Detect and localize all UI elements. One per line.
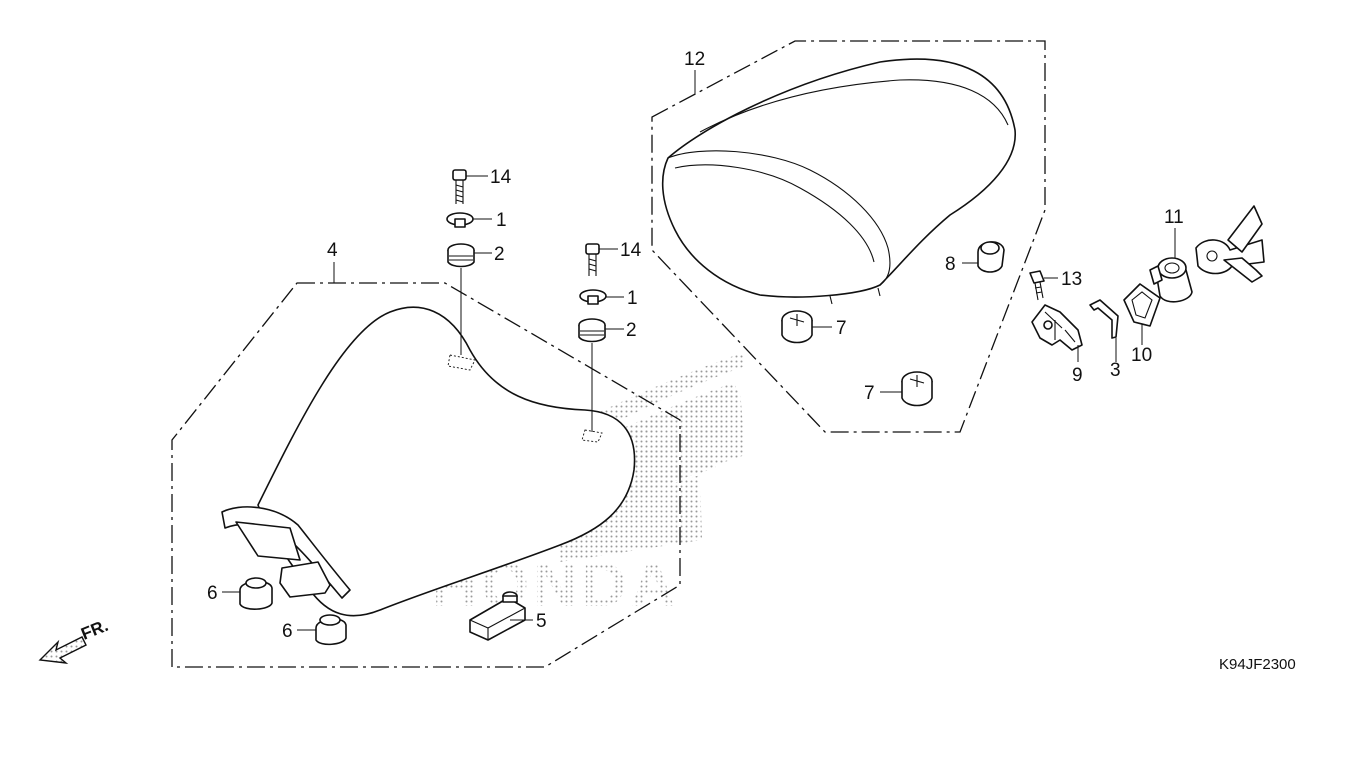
callout-pillion-seat: 12	[684, 49, 705, 70]
callout-rubber-b: 2	[626, 320, 637, 341]
callout-lock-set: 11	[1164, 207, 1184, 228]
latch[interactable]	[1031, 304, 1083, 351]
diagram-code: K94JF2300	[1219, 656, 1296, 673]
leader-lines	[222, 70, 1176, 631]
callout-bolt-a: 14	[490, 167, 512, 188]
callout-bracket: 5	[536, 611, 547, 632]
cap[interactable]	[977, 241, 1005, 273]
callout-rubber-a: 2	[494, 244, 505, 265]
callout-screw: 13	[1061, 269, 1082, 290]
callout-collar-b: 1	[627, 288, 638, 309]
callout-clip: 3	[1110, 360, 1121, 381]
callout-cap: 8	[945, 254, 956, 275]
cushion-right[interactable]	[315, 614, 347, 646]
callout-pillion-rubber-a: 7	[836, 318, 847, 339]
gasket[interactable]	[1123, 283, 1161, 327]
cushion-left[interactable]	[239, 577, 273, 610]
front-indicator-label: FR.	[78, 616, 111, 644]
pillion-rubber-a[interactable]	[781, 310, 813, 344]
callout-rider-seat: 4	[327, 240, 338, 261]
callout-cushion-left: 6	[207, 583, 218, 604]
callout-gasket: 10	[1131, 345, 1152, 366]
callout-labels: 4 12 14 1 2 14 1 2 6 6 5 7 7 8 13 9 3 10…	[207, 49, 1184, 642]
rider-seat[interactable]	[221, 306, 636, 617]
lock-set[interactable]	[1149, 205, 1265, 303]
callout-cushion-right: 6	[282, 621, 293, 642]
pillion-seat-group-frame	[651, 40, 1046, 433]
bolt-stack-b[interactable]	[578, 243, 607, 432]
callout-bolt-b: 14	[620, 240, 642, 261]
callout-latch: 9	[1072, 365, 1083, 386]
pillion-seat[interactable]	[661, 58, 1016, 305]
clip[interactable]	[1089, 299, 1119, 339]
callout-pillion-rubber-b: 7	[864, 383, 875, 404]
bolt-stack-a[interactable]	[446, 169, 475, 355]
rider-seat-group-frame	[171, 282, 681, 668]
screw[interactable]	[1029, 270, 1045, 301]
callout-collar-a: 1	[496, 210, 507, 231]
pillion-rubber-b[interactable]	[901, 371, 933, 407]
front-arrow: FR.	[38, 616, 111, 664]
